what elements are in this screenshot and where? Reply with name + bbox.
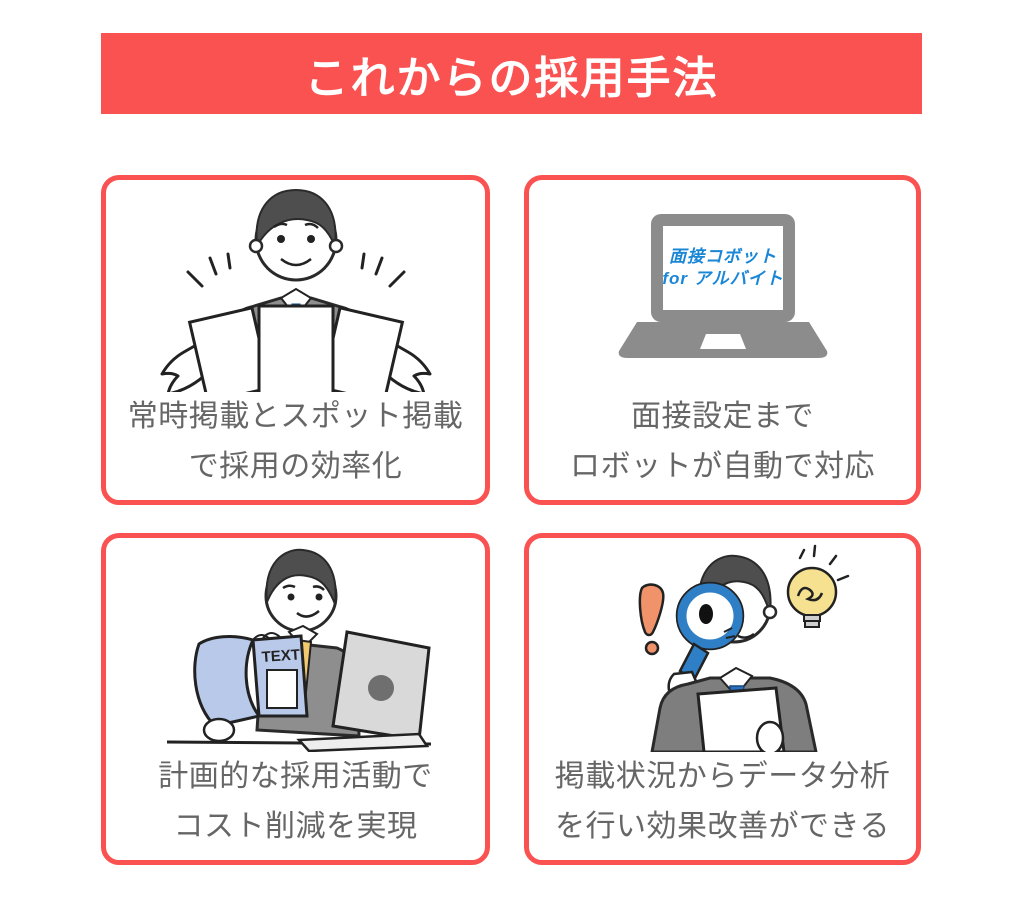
card-planned-recruiting: TEXT 計画的な採用活動で コスト削減を実現 [101, 533, 490, 865]
man-presenting-papers-icon [160, 188, 431, 392]
caption-line-1: 面接設定まで [631, 400, 814, 433]
man-with-magnifying-glass-icon [638, 544, 849, 752]
cards-grid: 常時掲載とスポット掲載 で採用の効率化 面接コボット for アルバイト 面接設… [101, 175, 921, 865]
man-presenting-papers-illustration [106, 180, 485, 392]
man-reading-textbook-icon: TEXT [166, 548, 431, 752]
header-banner: これからの採用手法 [101, 33, 922, 114]
card-caption: 掲載状況からデータ分析 を行い効果改善ができる [529, 752, 916, 860]
caption-line-2: コスト削減を実現 [173, 810, 418, 843]
magnifying-glass-icon [675, 581, 744, 682]
book-cover-label: TEXT [261, 646, 300, 666]
caption-line-2: ロボットが自動で対応 [570, 450, 875, 483]
laptop-screen-logo-line-2: for アルバイト [662, 269, 783, 288]
card-data-analysis: 掲載状況からデータ分析 を行い効果改善ができる [524, 533, 921, 865]
card-caption: 計画的な採用活動で コスト削減を実現 [106, 752, 485, 860]
caption-line-2: を行い効果改善ができる [555, 810, 890, 843]
card-caption: 常時掲載とスポット掲載 で採用の効率化 [106, 392, 485, 500]
card-caption: 面接設定まで ロボットが自動で対応 [529, 392, 916, 500]
lightbulb-icon [786, 544, 849, 628]
man-reading-textbook-illustration: TEXT [106, 538, 485, 752]
caption-line-1: 掲載状況からデータ分析 [554, 760, 891, 793]
caption-line-1: 計画的な採用活動で [158, 760, 433, 793]
laptop-illustration: 面接コボット for アルバイト [529, 180, 916, 392]
man-with-magnifying-glass-illustration [529, 538, 916, 752]
card-posting-efficiency: 常時掲載とスポット掲載 で採用の効率化 [101, 175, 490, 505]
card-interview-robot: 面接コボット for アルバイト 面接設定まで ロボットが自動で対応 [524, 175, 921, 505]
laptop-icon: 面接コボット for アルバイト [618, 214, 827, 358]
laptop-screen-logo-line-1: 面接コボット [669, 247, 777, 266]
page-title: これからの採用手法 [304, 53, 719, 103]
caption-line-1: 常時掲載とスポット掲載 [127, 400, 464, 433]
caption-line-2: で採用の効率化 [188, 450, 403, 483]
